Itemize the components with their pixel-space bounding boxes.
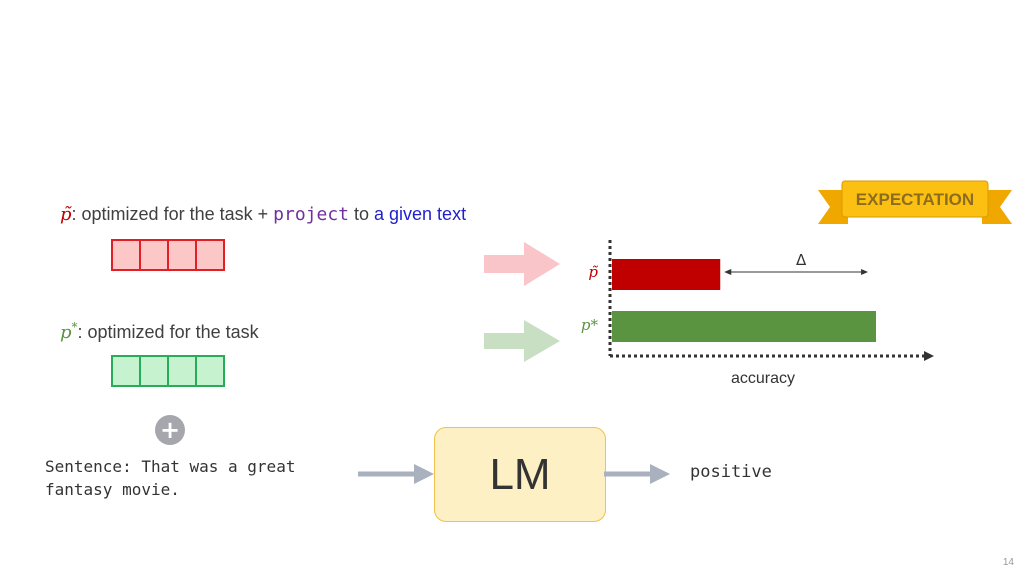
plus-icon: +	[155, 415, 185, 445]
bar-p-tilde	[612, 259, 721, 290]
token-cell	[139, 355, 169, 387]
bars-group	[612, 259, 876, 342]
token-cell	[111, 239, 141, 271]
p-tilde-description: p̃: optimized for the task + project to …	[60, 204, 466, 225]
language-model-box: LM	[434, 427, 606, 522]
p-tilde-symbol: p̃	[60, 204, 72, 225]
p-star-token-cells	[111, 355, 225, 387]
token-cell	[167, 239, 197, 271]
p-star-text: : optimized for the task	[77, 322, 259, 342]
red-arrow-icon	[484, 242, 560, 286]
p-tilde-text-to: to	[349, 204, 375, 224]
accuracy-bar-chart: p̃ p* Δ accuracy	[581, 240, 934, 387]
output-arrow-icon	[604, 464, 670, 484]
delta-arrowhead	[861, 269, 869, 275]
p-star-symbol: p	[60, 322, 72, 343]
bar-p-star	[612, 311, 876, 342]
page-number: 14	[1002, 557, 1014, 568]
p-tilde-token-cells	[111, 239, 225, 271]
p-tilde-text: : optimized for the task +	[71, 204, 274, 224]
given-text-phrase: a given text	[374, 204, 467, 224]
p-star-description: p*: optimized for the task	[60, 320, 259, 343]
delta-annotation: Δ	[724, 251, 869, 275]
token-cell	[111, 355, 141, 387]
token-cell	[195, 355, 225, 387]
x-axis-arrowhead	[924, 351, 934, 361]
delta-label: Δ	[796, 251, 807, 269]
token-cell	[167, 355, 197, 387]
plus-symbol: +	[159, 416, 181, 444]
expectation-label: EXPECTATION	[856, 190, 974, 209]
token-cell	[195, 239, 225, 271]
input-arrow-icon	[358, 464, 434, 484]
expectation-banner: EXPECTATION	[818, 180, 1012, 224]
x-axis-label: accuracy	[731, 370, 795, 387]
delta-arrowhead	[724, 269, 732, 275]
p-star-superscript: *	[71, 320, 78, 334]
category-label: p̃	[588, 263, 598, 281]
category-label: p*	[581, 316, 599, 334]
lm-label: LM	[489, 449, 551, 499]
input-sentence: Sentence: That was a great fantasy movie…	[45, 457, 296, 499]
category-labels: p̃ p*	[581, 263, 599, 334]
project-keyword: project	[273, 204, 349, 225]
output-label: positive	[690, 462, 772, 482]
token-cell	[139, 239, 169, 271]
green-arrow-icon	[484, 320, 560, 362]
